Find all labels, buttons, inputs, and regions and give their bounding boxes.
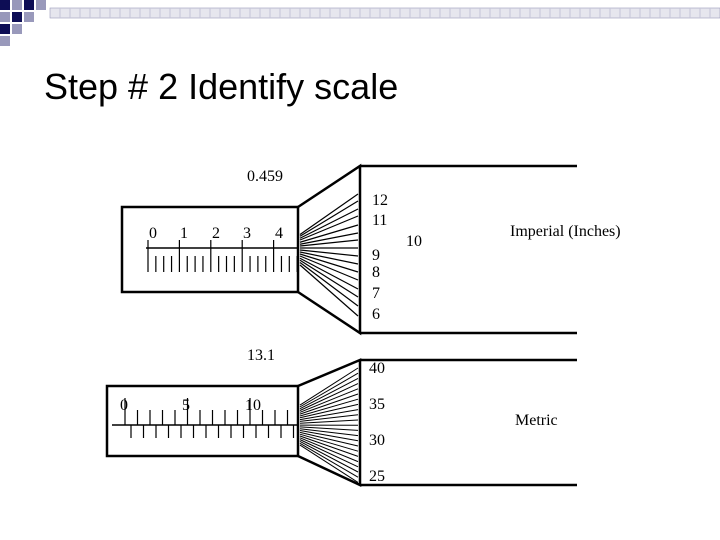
imperial-thimble-number-12: 12 [372, 192, 388, 209]
metric-thimble-line [299, 409, 359, 421]
metric-thimble-outline [297, 358, 362, 487]
metric-thimble-line [299, 435, 359, 457]
decoration-bar [49, 7, 720, 19]
imperial-thimble-line [299, 200, 359, 237]
imperial-label: Imperial (Inches) [510, 223, 621, 240]
imperial-thimble-line [299, 239, 359, 247]
imperial-reading: 0.459 [247, 168, 283, 185]
slide-title: Step # 2 Identify scale [44, 66, 399, 107]
metric-thimble-line [299, 444, 359, 483]
metric-thimble-line [299, 441, 359, 473]
metric-sleeve-number-10: 10 [245, 397, 261, 414]
metric-thimble-number-35: 35 [369, 396, 385, 413]
imperial-thimble-number-10: 10 [406, 233, 422, 250]
imperial-sleeve-number-0: 0 [149, 225, 157, 242]
imperial-thimble-line [299, 251, 359, 265]
imperial-thimble-line [299, 232, 359, 245]
imperial-sleeve [120, 205, 300, 294]
metric-thimble-line [299, 403, 359, 419]
metric-sleeve-ticks [124, 398, 295, 438]
imperial-thimble-outline [297, 163, 362, 336]
imperial-thimble-line [299, 264, 359, 317]
imperial-thimble-line [299, 193, 359, 235]
imperial-thimble-line [299, 208, 359, 239]
imperial-micrometer [120, 163, 577, 336]
metric-thimble-line [299, 428, 359, 437]
metric-thimble-line [299, 377, 359, 410]
imperial-thimble-line [299, 259, 359, 298]
metric-thimble-line [299, 414, 359, 422]
metric-thimble-number-40: 40 [369, 360, 385, 377]
metric-thimble-line [299, 433, 359, 452]
imperial-thimble-number-6: 6 [372, 306, 380, 323]
metric-thimble-graduations [299, 367, 359, 483]
imperial-thimble-line [299, 255, 359, 281]
metric-thimble-line [299, 383, 359, 411]
imperial-thimble-line [299, 257, 359, 290]
metric-thimble-line [299, 431, 359, 447]
imperial-sleeve-number-4: 4 [275, 225, 283, 242]
imperial-thimble-number-11: 11 [372, 212, 387, 229]
metric-thimble-line [299, 439, 359, 468]
metric-sleeve-number-0: 0 [120, 397, 128, 414]
metric-reading: 13.1 [247, 347, 275, 364]
imperial-thimble-number-8: 8 [372, 264, 380, 281]
metric-sleeve-number-5: 5 [182, 397, 190, 414]
metric-label: Metric [515, 412, 558, 429]
metric-thimble-line [299, 372, 359, 408]
imperial-thimble-line [299, 253, 359, 273]
imperial-thimble-number-7: 7 [372, 285, 380, 302]
metric-thimble-number-25: 25 [369, 468, 385, 485]
imperial-thimble-graduations [299, 193, 359, 317]
metric-thimble-line [299, 367, 359, 406]
imperial-thimble-line [299, 215, 359, 241]
decoration-squares [0, 0, 46, 46]
imperial-sleeve-number-1: 1 [180, 225, 188, 242]
metric-thimble-line [299, 398, 359, 417]
imperial-thimble-line [299, 224, 359, 243]
imperial-sleeve-ticks [147, 240, 298, 272]
metric-sleeve [105, 384, 300, 458]
metric-thimble-line [299, 419, 359, 424]
imperial-thimble-line [299, 262, 359, 307]
metric-thimble-line [299, 393, 359, 415]
imperial-thimble-line [299, 249, 359, 257]
imperial-sleeve-number-3: 3 [243, 225, 251, 242]
metric-thimble-line [299, 426, 359, 431]
corner-decoration [0, 0, 720, 46]
metric-thimble-number-30: 30 [369, 432, 385, 449]
metric-thimble-line [299, 437, 359, 463]
metric-micrometer [105, 358, 577, 487]
imperial-thimble-number-9: 9 [372, 247, 380, 264]
metric-thimble-line [299, 442, 359, 478]
metric-thimble-line [299, 430, 359, 442]
imperial-sleeve-number-2: 2 [212, 225, 220, 242]
metric-thimble-line [299, 388, 359, 413]
